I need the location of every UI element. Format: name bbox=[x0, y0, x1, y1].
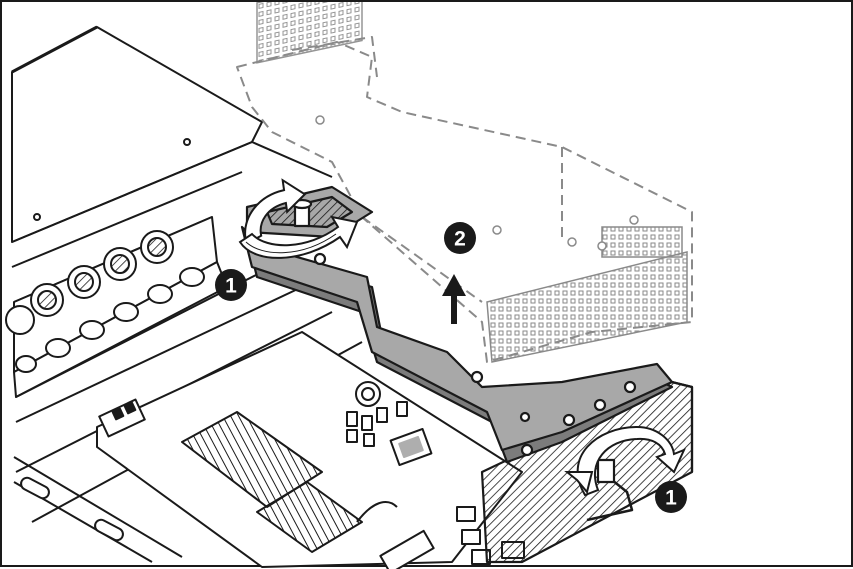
callout-1-lower: 1 bbox=[655, 481, 687, 513]
chassis-rail-slots bbox=[20, 476, 124, 542]
board-chip bbox=[389, 427, 433, 467]
fan-icon bbox=[5, 305, 35, 335]
riser-bracket-face bbox=[240, 225, 674, 452]
fan-modules bbox=[5, 230, 205, 373]
callout-label: 1 bbox=[665, 487, 677, 510]
rotation-arrow-upper bbox=[238, 178, 359, 259]
rotation-arrow-lower bbox=[564, 425, 686, 497]
callout-1-upper: 1 bbox=[215, 269, 247, 301]
callout-label: 2 bbox=[454, 228, 466, 251]
heatsink bbox=[181, 411, 363, 553]
callout-label: 1 bbox=[225, 275, 237, 298]
callout-2: 2 bbox=[444, 222, 476, 254]
lift-arrow bbox=[442, 274, 466, 324]
riser-cage-ghost-holes bbox=[315, 115, 639, 251]
